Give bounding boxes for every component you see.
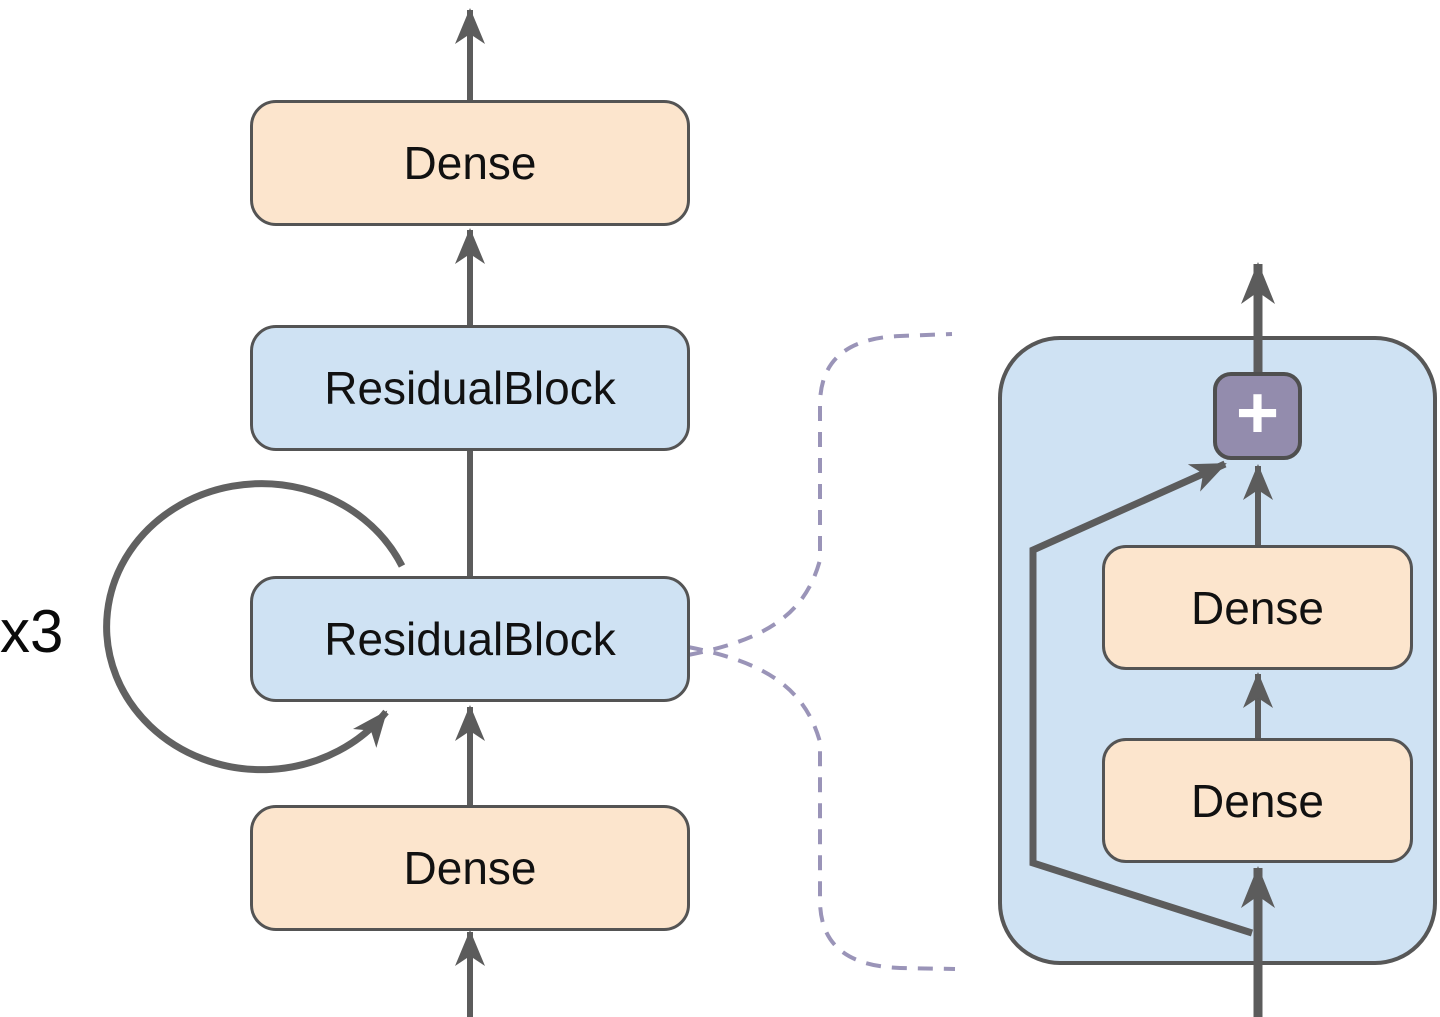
skip-connection-arrow-icon bbox=[1029, 460, 1254, 937]
add-op-block: + bbox=[1213, 372, 1302, 460]
block-residualblock-1: ResidualBlock bbox=[250, 325, 690, 451]
detail-block-dense-2: Dense bbox=[1102, 738, 1413, 863]
block-label: ResidualBlock bbox=[324, 362, 616, 414]
detail-block-dense-1: Dense bbox=[1102, 545, 1413, 670]
plus-icon: + bbox=[1235, 371, 1280, 454]
block-label: Dense bbox=[1191, 581, 1324, 634]
block-label: ResidualBlock bbox=[324, 613, 616, 665]
block-label: Dense bbox=[1191, 774, 1324, 827]
expansion-brace-upper bbox=[687, 332, 953, 657]
repeat-loop-arrow-icon bbox=[103, 480, 406, 774]
repeat-label: x3 bbox=[0, 598, 64, 665]
block-residualblock-2: ResidualBlock bbox=[250, 576, 690, 702]
block-label: Dense bbox=[403, 842, 537, 894]
expansion-brace-lower bbox=[687, 645, 956, 971]
block-dense-top: Dense bbox=[250, 100, 690, 226]
block-dense-bottom: Dense bbox=[250, 805, 690, 931]
block-label: Dense bbox=[403, 137, 537, 189]
